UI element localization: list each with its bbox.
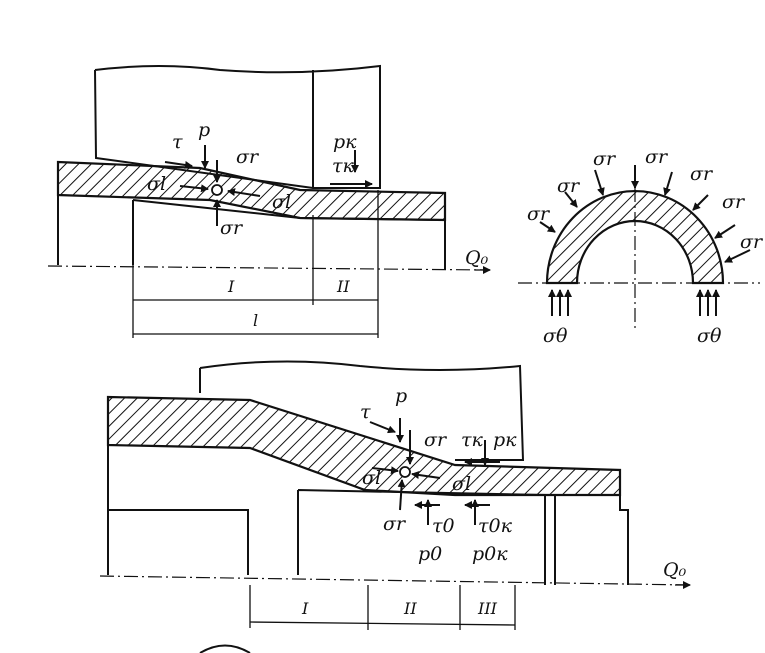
label-sigma-theta-left: σθ xyxy=(543,325,568,347)
label-p-k-lower: pк xyxy=(493,429,517,451)
arc-section xyxy=(545,189,725,285)
label-sigma-r-3: σr xyxy=(593,148,617,170)
dim-line-lower xyxy=(249,621,516,626)
label-Q-lower: Q₀ xyxy=(663,559,687,581)
label-sigma-l-right-lower: σl xyxy=(452,473,471,495)
label-zone-III-lower: III xyxy=(477,599,498,618)
label-sigma-r-2: σr xyxy=(557,175,581,197)
label-tau-0: τ0 xyxy=(432,515,455,537)
label-sigma-theta-right: σθ xyxy=(697,325,722,347)
label-sigma-l-right: σl xyxy=(272,191,291,213)
label-p-0: p0 xyxy=(418,543,442,565)
label-sigma-l-left-lower: σl xyxy=(362,467,381,489)
axis-line xyxy=(47,265,491,271)
element-point xyxy=(211,184,223,196)
label-sigma-r-6: σr xyxy=(722,191,746,213)
diagram-drawing-arc xyxy=(518,165,760,330)
die-block-lower xyxy=(199,360,525,461)
label-sigma-r-7: σr xyxy=(740,231,764,253)
element-point-lower xyxy=(399,466,411,478)
diagram-drawing-top xyxy=(47,64,491,338)
mandrel-lower xyxy=(107,445,629,585)
label-p-0k: p0к xyxy=(472,543,508,565)
label-zone-II-lower: II xyxy=(403,599,417,618)
axis-line-lower xyxy=(99,575,691,586)
partial-arc-bottom xyxy=(199,644,251,653)
label-sigma-r-1: σr xyxy=(527,203,551,225)
label-sigma-r-top: σr xyxy=(236,146,260,168)
label-tau-0k: τ0к xyxy=(478,515,513,537)
label-sigma-r-bottom-lower: σr xyxy=(383,513,407,535)
label-zone-I-lower: I xyxy=(301,599,309,618)
label-Q: Q₀ xyxy=(465,247,489,269)
label-tau-lower: τ xyxy=(360,401,371,423)
label-p-lower: p xyxy=(395,385,407,407)
label-sigma-r-bottom: σr xyxy=(220,217,244,239)
label-tau: τ xyxy=(172,131,183,153)
label-length: l xyxy=(253,311,258,330)
workpiece-strip xyxy=(56,160,447,222)
label-sigma-l-left: σl xyxy=(147,173,166,195)
label-sigma-r-4: σr xyxy=(645,146,669,168)
label-p: p xyxy=(198,119,210,141)
label-tau-k: τк xyxy=(332,155,355,177)
label-zone-I: I xyxy=(227,277,235,296)
label-sigma-r-top-lower: σr xyxy=(424,429,448,451)
diagram-drawing-bottom xyxy=(99,360,691,630)
label-tau-k-lower: τк xyxy=(461,429,484,451)
label-p-k: pк xyxy=(333,131,357,153)
label-zone-II: II xyxy=(336,277,350,296)
label-sigma-r-5: σr xyxy=(690,163,714,185)
